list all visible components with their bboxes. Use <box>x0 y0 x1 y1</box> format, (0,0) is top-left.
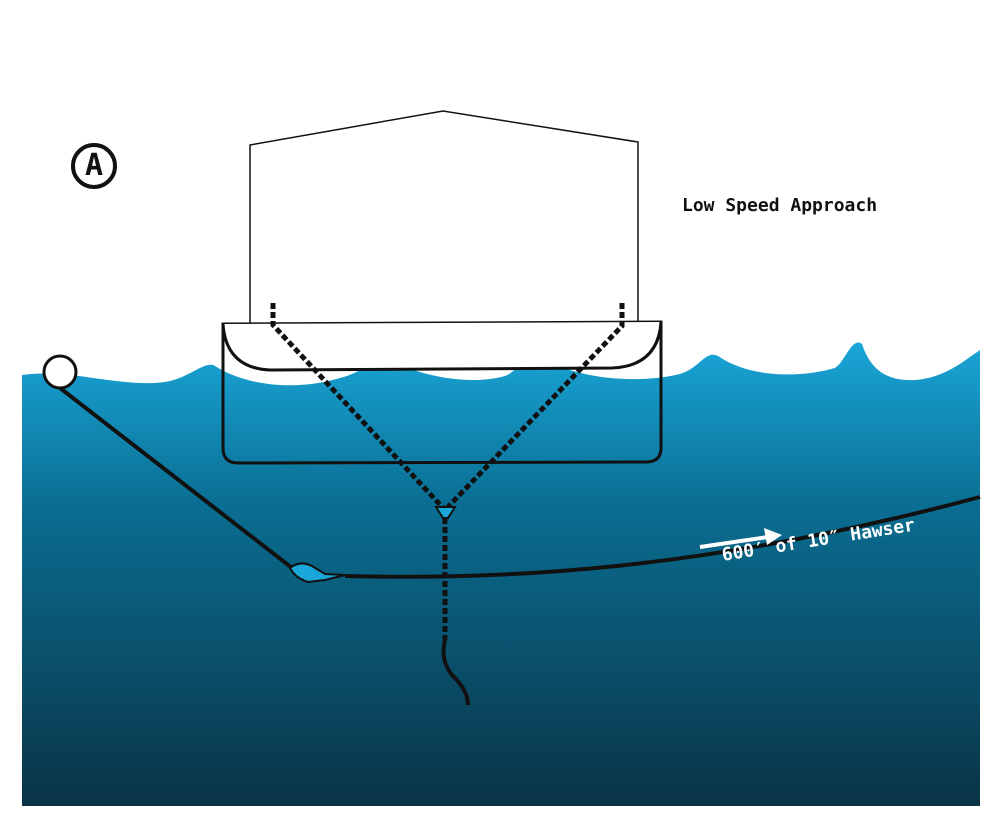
panel-letter-ring <box>71 143 117 189</box>
direction-arrow-icon <box>699 528 782 549</box>
buoy-riser-line <box>58 386 307 580</box>
chain-left-leg <box>270 303 447 512</box>
chain-tail <box>441 639 470 706</box>
ship-hull <box>221 320 663 465</box>
buoy-icon <box>42 354 78 390</box>
diagram-title: Low Speed Approach <box>682 195 878 216</box>
hawser-eye-connection <box>288 562 346 584</box>
ship-deck-curve <box>221 321 663 372</box>
panel-letter: A <box>84 148 104 183</box>
chain-shackle-plate <box>434 506 457 519</box>
chain-right-leg <box>443 303 625 512</box>
chain-bridle <box>270 303 625 706</box>
ship-superstructure <box>249 110 639 324</box>
hawser-line <box>344 495 981 579</box>
